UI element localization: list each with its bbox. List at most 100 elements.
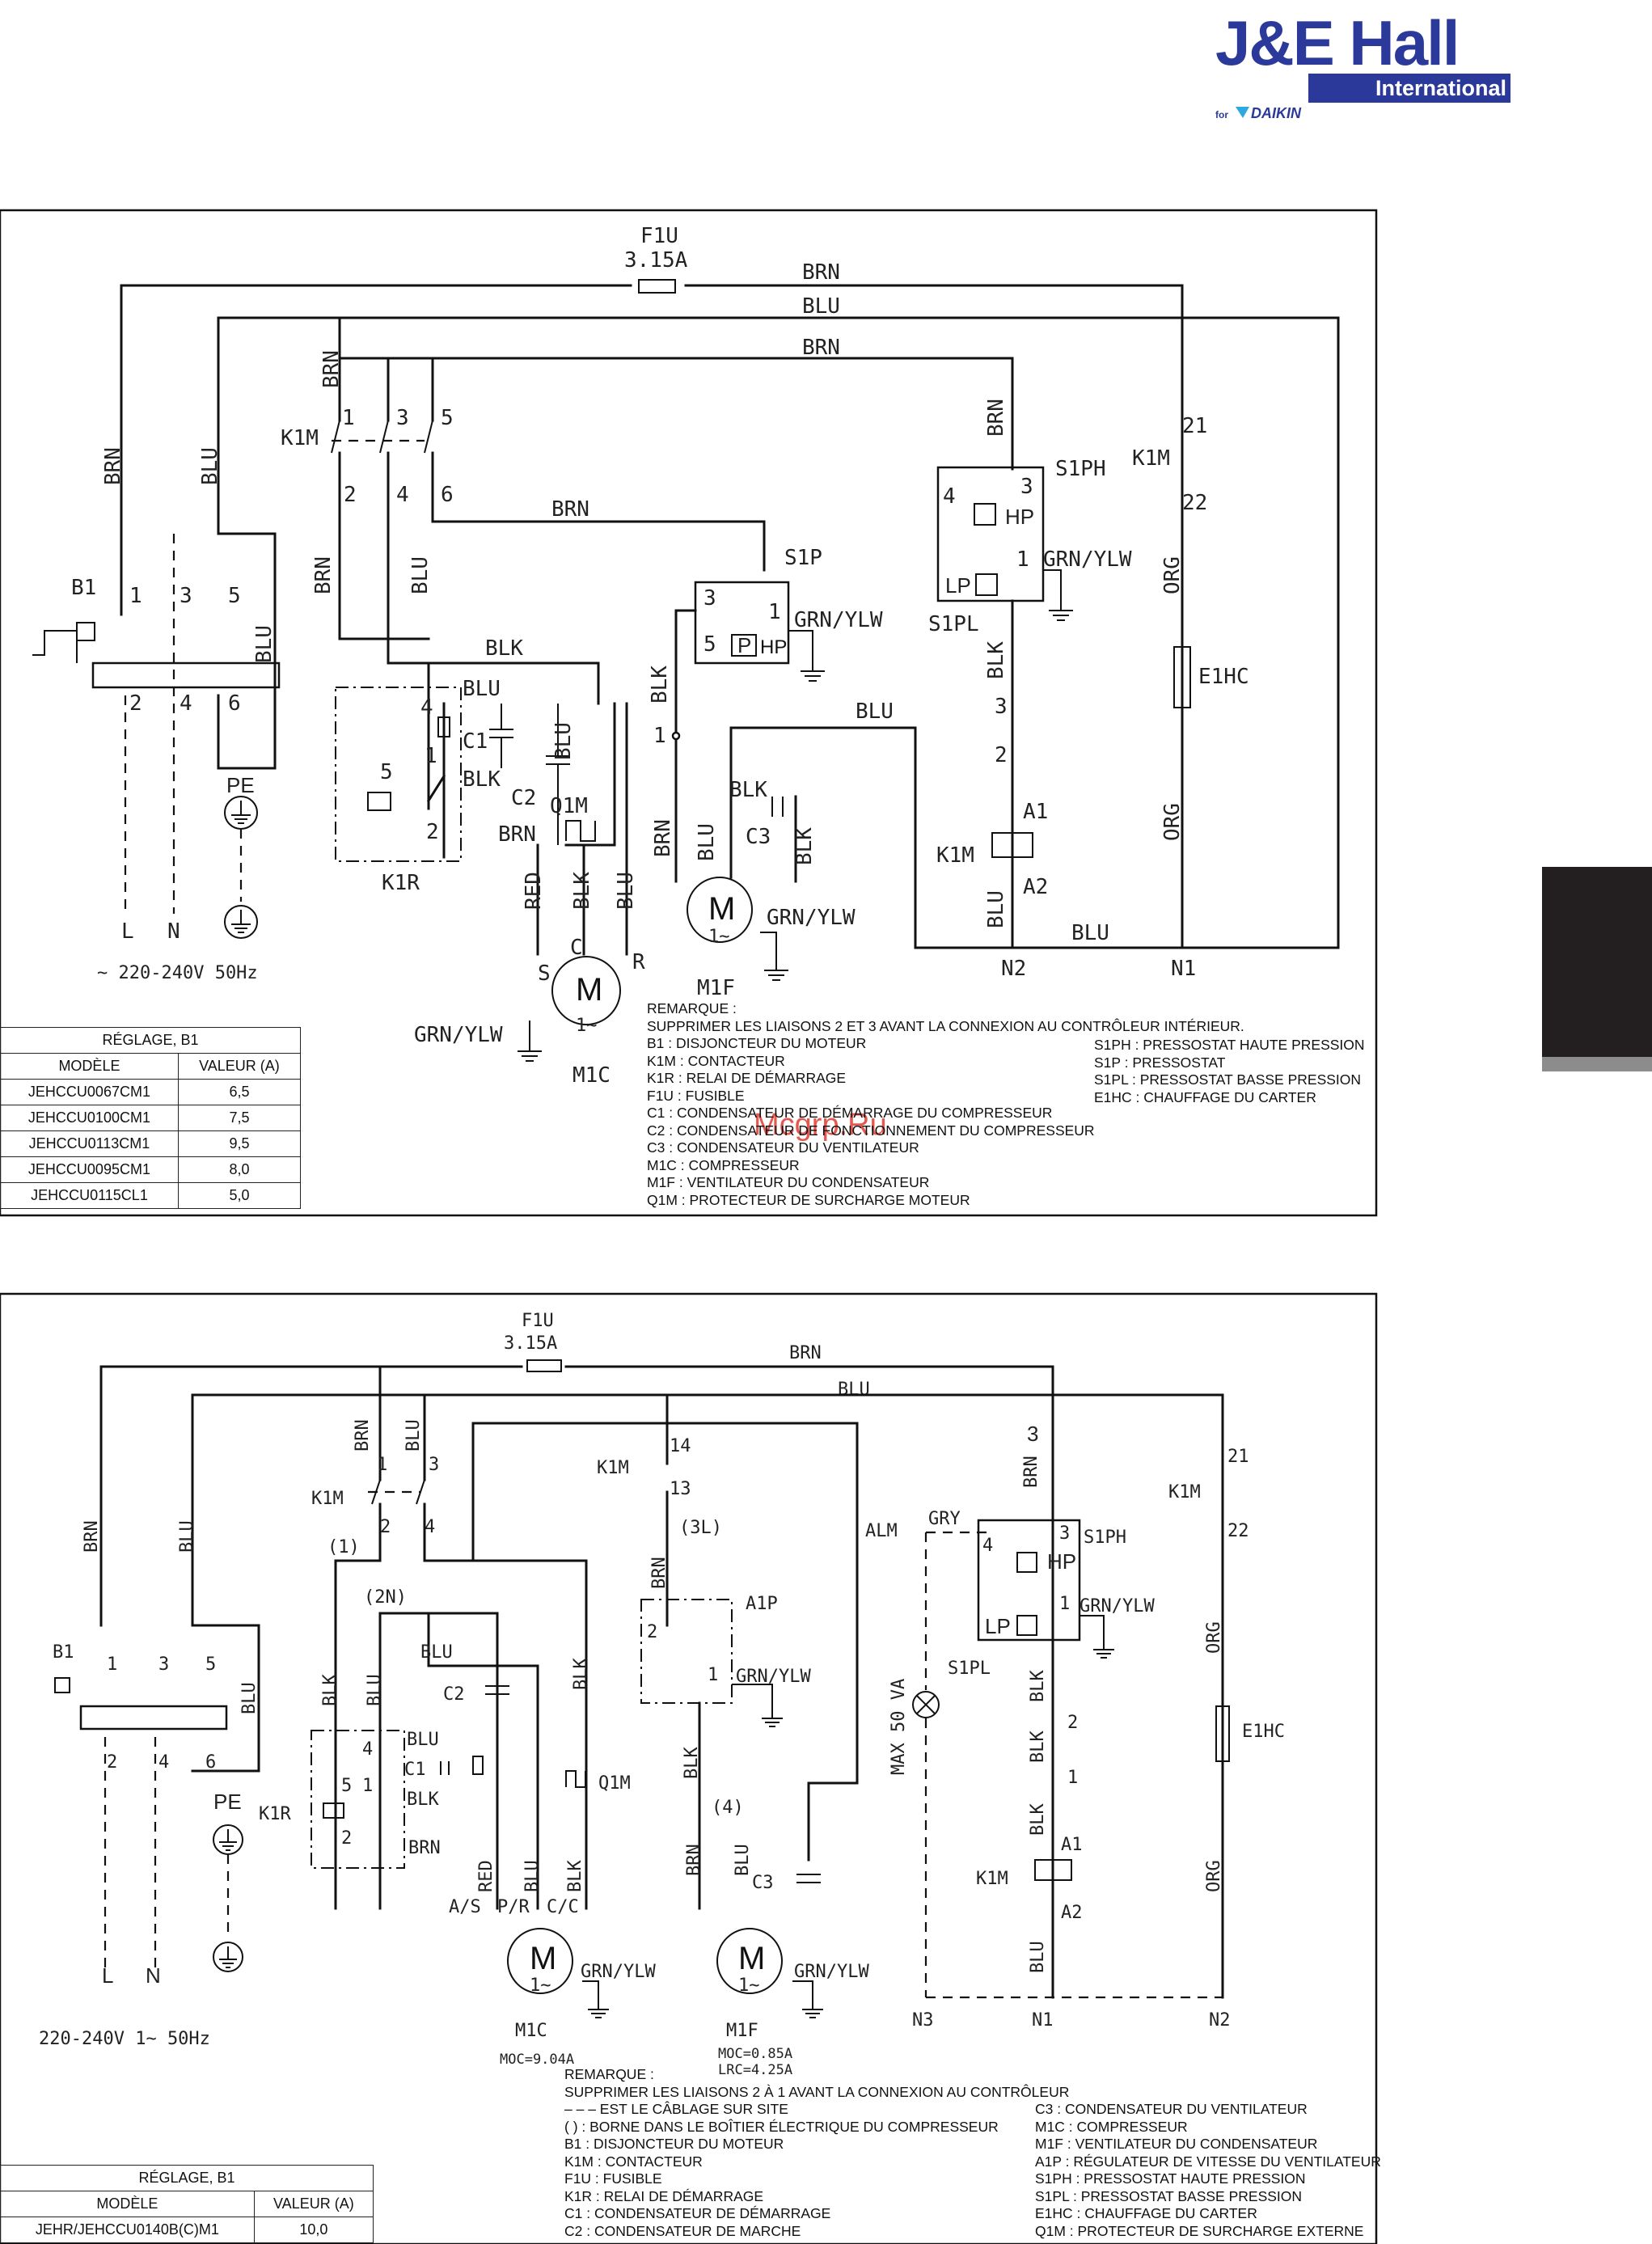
d2-m1f-symbol bbox=[716, 1928, 783, 1994]
watermark: Mcgrp.Ru bbox=[754, 1108, 887, 1142]
d2-s1ph-t4: 4 bbox=[982, 1536, 993, 1556]
note-line: S1PL : PRESSOSTAT BASSE PRESSION bbox=[1035, 2187, 1303, 2204]
d2-s1pl-p-box bbox=[1016, 1615, 1037, 1636]
d2-b1-t1: 1 bbox=[107, 1654, 117, 1675]
d1-pe-label: PE bbox=[226, 773, 255, 797]
d2-as: A/S bbox=[449, 1897, 481, 1917]
d2-c2-label: C2 bbox=[443, 1684, 465, 1705]
d2-s1ph-p-box bbox=[1016, 1552, 1037, 1573]
note-line: Q1M : PROTECTEUR DE SURCHARGE MOTEUR bbox=[647, 1191, 970, 1208]
d2-blu-1: BLU bbox=[838, 1380, 870, 1400]
note-line: C3 : CONDENSATEUR DU VENTILATEUR bbox=[1035, 2101, 1308, 2117]
d1-blk-c3b: BLK bbox=[792, 827, 817, 865]
d1-brn-bus-2 bbox=[338, 357, 1014, 471]
table-cell: 6,5 bbox=[177, 1079, 302, 1105]
table-cell: JEHCCU0095CM1 bbox=[0, 1156, 179, 1183]
note-line: Q1M : PROTECTEUR DE SURCHARGE EXTERNE bbox=[1035, 2222, 1364, 2239]
d2-n1: N1 bbox=[1032, 2010, 1054, 2031]
d2-s1ph-t3: 3 bbox=[1027, 1422, 1038, 1446]
d2-s1pl-label: S1PL bbox=[948, 1659, 991, 1679]
d2-s1ph-t1: 1 bbox=[1059, 1594, 1070, 1614]
note-line: E1HC : CHAUFFAGE DU CARTER bbox=[1035, 2205, 1257, 2221]
d2-pe-label: PE bbox=[213, 1790, 242, 1814]
d2-e1hc-symbol bbox=[1215, 1705, 1230, 1762]
note-line: S1PH : PRESSOSTAT HAUTE PRESSION bbox=[1094, 1037, 1365, 1053]
d1-b1-knob bbox=[76, 622, 95, 641]
d1-blk-top: BLK bbox=[485, 636, 523, 661]
d2-table-title: RÉGLAGE, B1 bbox=[0, 2165, 374, 2191]
d1-blu-c1: BLU bbox=[463, 677, 501, 701]
d2-blu-c1: BLU bbox=[407, 1730, 439, 1750]
note-line: S1PH : PRESSOSTAT HAUTE PRESSION bbox=[1035, 2170, 1306, 2187]
note-line: ( ) : BORNE DANS LE BOÎTIER ÉLECTRIQUE D… bbox=[564, 2118, 999, 2135]
d2-m1c-moc: MOC=9.04A bbox=[500, 2052, 574, 2068]
d1-blu-k1m: BLU bbox=[408, 556, 433, 594]
d2-t13: 13 bbox=[670, 1479, 691, 1499]
d2-gry: GRY bbox=[928, 1509, 961, 1529]
note-line: C1 : CONDENSATEUR DE DÉMARRAGE bbox=[564, 2205, 831, 2221]
d2-s1ph-hp: HP bbox=[1047, 1549, 1076, 1574]
table-cell: 8,0 bbox=[177, 1156, 302, 1183]
d1-m1f-grnylw: GRN/YLW bbox=[767, 906, 856, 930]
d2-notes-left: REMARQUE : SUPPRIMER LES LIAISONS 2 À 1 … bbox=[564, 2066, 1069, 2240]
d2-s1ph-term3: 3 bbox=[1059, 1523, 1070, 1544]
d2-t14: 14 bbox=[670, 1436, 691, 1456]
d2-b1-label: B1 bbox=[53, 1642, 74, 1663]
d2-s1ph-ground-icon bbox=[1080, 1615, 1114, 1659]
d2-n3: N3 bbox=[912, 2010, 934, 2031]
d1-s1pl-p-box bbox=[975, 573, 998, 596]
d2-s1ph-label: S1PH bbox=[1084, 1528, 1126, 1548]
d1-brn-s1p: BRN bbox=[551, 497, 589, 522]
d1-supply-l: L bbox=[121, 919, 134, 944]
d2-blk-s1ph-2: BLK bbox=[1028, 1731, 1048, 1763]
d2-k1m-t3: 3 bbox=[429, 1455, 439, 1475]
d2-blu-a2: BLU bbox=[1028, 1941, 1048, 1973]
d1-s1p-t3: 3 bbox=[703, 586, 716, 611]
d1-earth-symbol bbox=[224, 905, 258, 939]
d1-c3-symbol bbox=[771, 797, 784, 817]
d1-blu-c2: BLU bbox=[551, 722, 576, 760]
note-line: S1PL : PRESSOSTAT BASSE PRESSION bbox=[1094, 1071, 1362, 1088]
d1-k1m-contacts bbox=[331, 420, 433, 454]
d1-b1-label: B1 bbox=[71, 576, 96, 600]
d2-m1f-lrc: LRC=4.25A bbox=[718, 2062, 792, 2078]
d1-brn-m1f: BRN bbox=[651, 819, 675, 857]
d1-s1p-ground-icon bbox=[788, 630, 825, 682]
d1-b1-t5: 5 bbox=[228, 584, 241, 608]
d1-m1c-leads bbox=[536, 702, 628, 956]
d2-q1m-symbol bbox=[565, 1770, 586, 1788]
d1-s1ph-hp: HP bbox=[1005, 505, 1034, 529]
d1-k1m-out bbox=[338, 451, 766, 810]
d1-m1c-c: C bbox=[570, 936, 583, 960]
d2-k1m-a2: A2 bbox=[1061, 1903, 1083, 1923]
d2-s1pl-lp: LP bbox=[985, 1614, 1011, 1638]
note-line: E1HC : CHAUFFAGE DU CARTER bbox=[1094, 1088, 1316, 1105]
side-tab bbox=[1542, 867, 1652, 1061]
d2-e1hc-label: E1HC bbox=[1242, 1722, 1285, 1742]
d1-blu-fan: BLU bbox=[856, 699, 894, 724]
d2-k1m-out bbox=[334, 1422, 859, 1910]
note-line: F1U : FUSIBLE bbox=[564, 2170, 662, 2187]
d1-s1ph-grnylw: GRN/YLW bbox=[1043, 547, 1132, 572]
d2-blk-k1m-coil: BLK bbox=[1028, 1803, 1048, 1836]
d1-b1-t6: 6 bbox=[228, 691, 241, 716]
d2-s1ph-term1: 1 bbox=[1067, 1768, 1078, 1788]
d1-s1ph-term3: 3 bbox=[995, 695, 1008, 719]
d2-alm: ALM bbox=[865, 1521, 898, 1541]
d2-c2-symbol bbox=[485, 1685, 509, 1695]
table-cell: JEHR/JEHCCU0140B(C)M1 bbox=[0, 2217, 255, 2243]
d1-s1p-out bbox=[674, 609, 697, 826]
d2-m1f-m: M bbox=[738, 1941, 765, 1976]
note-line: REMARQUE : bbox=[647, 1000, 737, 1016]
d1-org-2: ORG bbox=[1160, 803, 1185, 841]
d2-s1ph-grnylw: GRN/YLW bbox=[1080, 1596, 1155, 1616]
d1-c3-label: C3 bbox=[746, 825, 771, 849]
d2-c3-label: C3 bbox=[752, 1873, 774, 1893]
d1-c1-label: C1 bbox=[463, 729, 488, 754]
table-cell: 9,5 bbox=[177, 1130, 302, 1157]
note-line: S1P : PRESSOSTAT bbox=[1094, 1054, 1226, 1071]
d2-alm-lamp-icon bbox=[912, 1691, 940, 1718]
d1-b1-body bbox=[91, 661, 281, 689]
note-line: B1 : DISJONCTEUR DU MOTEUR bbox=[564, 2136, 784, 2152]
table-cell: 7,5 bbox=[177, 1105, 302, 1131]
